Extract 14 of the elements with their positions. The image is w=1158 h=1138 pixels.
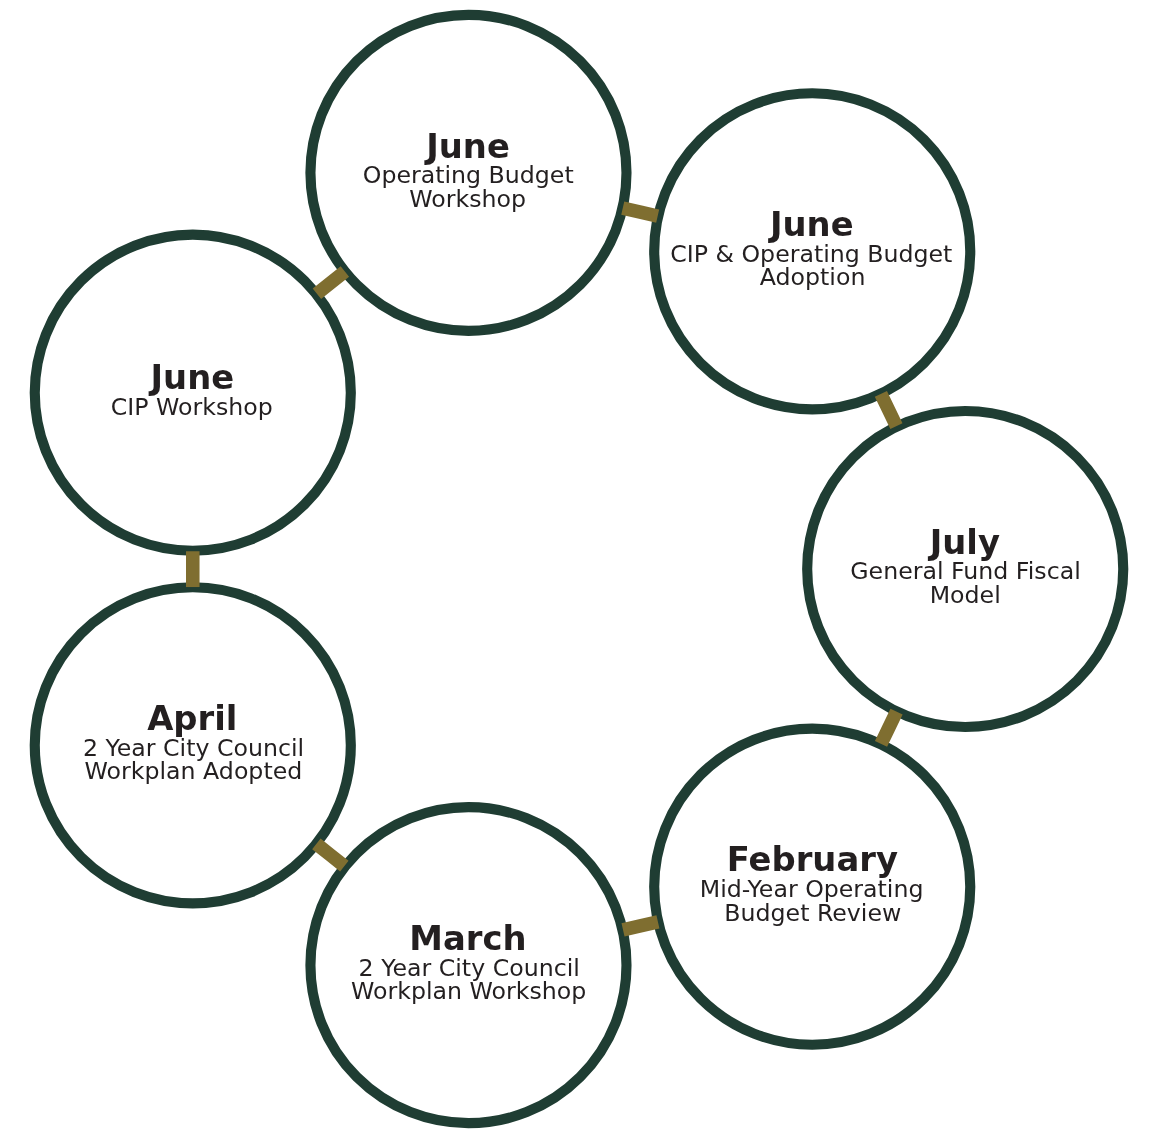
connector [186, 551, 200, 588]
node-circle: March 2 Year City Council Workplan Workshop [305, 802, 632, 1129]
node-circle: June Operating Budget Workshop [305, 9, 632, 336]
node-circle: April 2 Year City Council Workplan Adopted [29, 582, 356, 909]
connector [874, 708, 903, 747]
node-circle: February Mid-Year Operating Budget Review [649, 723, 976, 1050]
connector [312, 266, 350, 299]
connector [874, 390, 903, 430]
node-circle: July General Fund Fiscal Model [802, 405, 1129, 733]
node-circle: June CIP Workshop [29, 229, 356, 556]
connector [621, 201, 660, 223]
connector [312, 838, 349, 872]
node-circle: June CIP & Operating Budget Adoption [649, 88, 976, 415]
connector [621, 915, 660, 937]
